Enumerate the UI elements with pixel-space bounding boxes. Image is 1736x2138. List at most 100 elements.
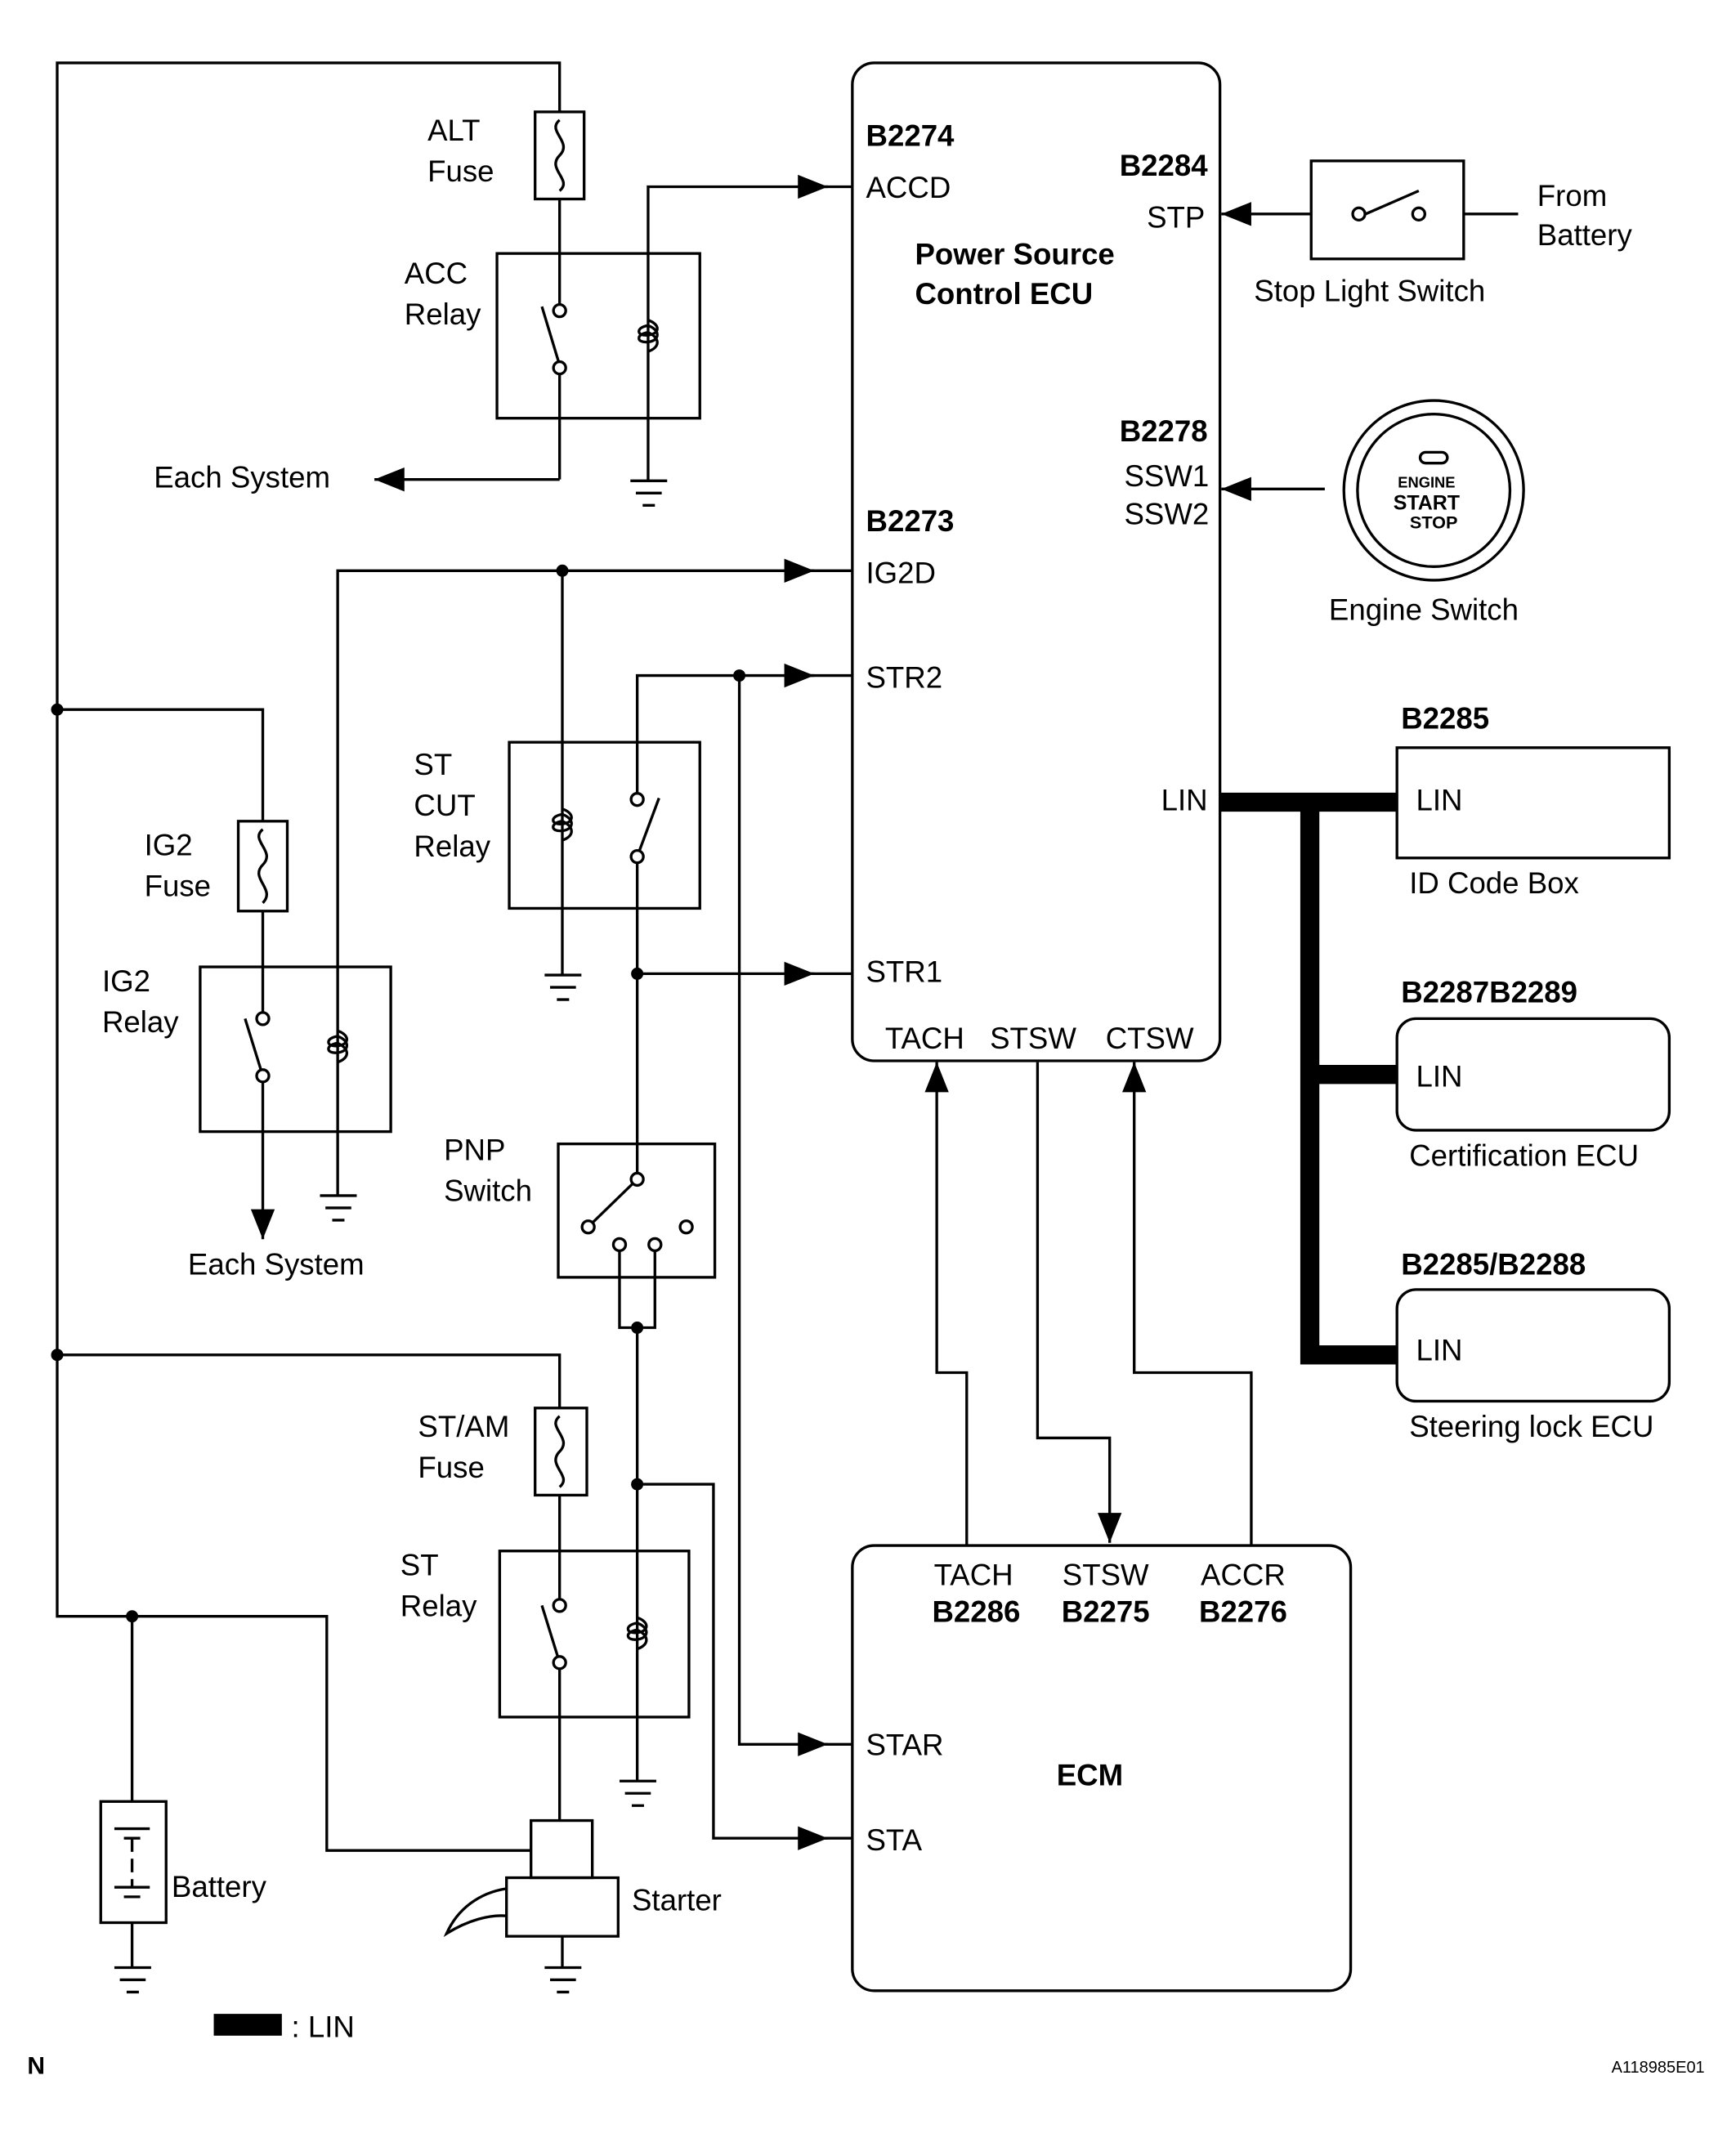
- pin-accd: ACCD: [866, 171, 951, 204]
- wire-star: [737, 675, 828, 1756]
- st-cut-relay: [508, 740, 701, 910]
- ground-icon: [619, 1779, 656, 1807]
- ecm-pin-stsw: STSW: [1063, 1558, 1149, 1591]
- engine-switch-inner-ring: [1356, 413, 1512, 568]
- connector-b2278: B2278: [1120, 414, 1208, 448]
- ecm-pin-tach: TACH: [934, 1558, 1013, 1591]
- page-letter: N: [27, 2052, 45, 2079]
- ecm-pin-accr: ACCR: [1201, 1558, 1286, 1591]
- wire-stam-branch: [56, 1353, 562, 1408]
- terminal-circles: [255, 206, 1427, 1671]
- engine-switch-icon[interactable]: [1342, 399, 1525, 582]
- ecm-pin-star: STAR: [866, 1729, 944, 1762]
- connector-b2273: B2273: [866, 504, 955, 538]
- wire-accd: [647, 174, 828, 481]
- ecm-connector-b2275: B2275: [1062, 1595, 1150, 1628]
- wire-starter-feed: [132, 1615, 531, 1852]
- stop-light-switch[interactable]: [1309, 159, 1465, 261]
- lin-device-pin: LIN: [1416, 1060, 1463, 1094]
- each-system-label-1: Each System: [154, 461, 330, 494]
- engine-switch-indicator: [1418, 450, 1449, 465]
- engine-switch-label: Engine Switch: [1329, 593, 1519, 626]
- pin-tach: TACH: [885, 1022, 964, 1055]
- starter-motor-icon: [443, 1818, 620, 1938]
- engine-switch-face-text: ENGINE START STOP: [1394, 442, 1474, 533]
- lin-device-connector: B2287B2289: [1401, 975, 1577, 1009]
- lin-bus: [1219, 792, 1398, 1365]
- wire-str2: [635, 663, 815, 800]
- battery-icon: [99, 1800, 168, 1925]
- switch-contact-icon: [1365, 189, 1420, 216]
- wire-sta: [637, 1483, 828, 1850]
- lin-device-connector: B2285/B2288: [1401, 1248, 1586, 1281]
- lin-device-name: ID Code Box: [1409, 866, 1579, 900]
- switch-contact-icon: [244, 1018, 265, 1076]
- switch-contact-icon: [587, 1178, 638, 1228]
- ecm-pin-sta: STA: [866, 1823, 923, 1857]
- ground-icon: [114, 1922, 151, 1994]
- coil-icon: [552, 807, 573, 842]
- legend-lin-swatch: [213, 2014, 282, 2036]
- wire-ctsw: [1122, 1062, 1253, 1546]
- pnp-switch: [557, 1142, 717, 1279]
- pin-str2: STR2: [866, 661, 943, 695]
- junction-dots: [51, 564, 746, 1623]
- ecm-connector-b2276: B2276: [1199, 1595, 1287, 1628]
- ground-icon: [544, 1936, 582, 1994]
- battery-label: Battery: [172, 1870, 267, 1903]
- connector-b2284: B2284: [1120, 149, 1209, 182]
- coil-icon: [327, 1029, 349, 1064]
- wire-pnp-out: [618, 1244, 656, 1330]
- ground-icon: [544, 971, 582, 1001]
- fuse-icon: [236, 820, 289, 913]
- wire-tach: [924, 1062, 969, 1546]
- lin-device-name: Certification ECU: [1409, 1138, 1639, 1172]
- pin-ssw2: SSW2: [1125, 498, 1210, 531]
- ground-icon: [630, 479, 668, 507]
- lin-device-connector: B2285: [1401, 702, 1489, 736]
- wire-ig2-branch: [56, 708, 265, 821]
- connector-b2274: B2274: [866, 119, 955, 153]
- lin-device-pin: LIN: [1416, 783, 1463, 816]
- pin-ig2d: IG2D: [866, 556, 936, 589]
- pin-ctsw: CTSW: [1106, 1022, 1194, 1055]
- wire-main-bus: [56, 61, 562, 1802]
- switch-contact-icon: [636, 797, 660, 857]
- fuse-icon: [534, 1407, 588, 1497]
- ground-icon: [320, 1194, 357, 1222]
- pin-str1: STR1: [866, 955, 943, 988]
- ecm-box: [851, 1544, 1353, 1993]
- starter-label: Starter: [632, 1884, 722, 1917]
- coil-icon: [626, 1616, 648, 1651]
- st-relay: [498, 1550, 691, 1719]
- each-system-label-2: Each System: [188, 1248, 365, 1281]
- wire-stsw: [1036, 1062, 1122, 1543]
- pin-ssw1: SSW1: [1125, 459, 1210, 493]
- acc-relay: [495, 252, 701, 420]
- pin-lin: LIN: [1161, 783, 1208, 816]
- switch-contact-icon: [540, 306, 562, 366]
- ecm-title: ECM: [1057, 1758, 1123, 1791]
- ecm-connector-b2286: B2286: [932, 1595, 1020, 1628]
- stop-light-switch-label: Stop Light Switch: [1254, 274, 1485, 307]
- power-source-control-ecu: [851, 61, 1222, 1062]
- ig2-relay: [199, 965, 392, 1134]
- coil-icon: [638, 319, 659, 353]
- wire-ig2d: [336, 558, 815, 1196]
- figure-id: A118985E01: [1612, 2059, 1705, 2077]
- legend-lin-label: : LIN: [291, 2010, 354, 2043]
- lin-device-pin: LIN: [1416, 1333, 1463, 1366]
- switch-contact-icon: [540, 1604, 562, 1663]
- pin-stp: STP: [1147, 200, 1205, 234]
